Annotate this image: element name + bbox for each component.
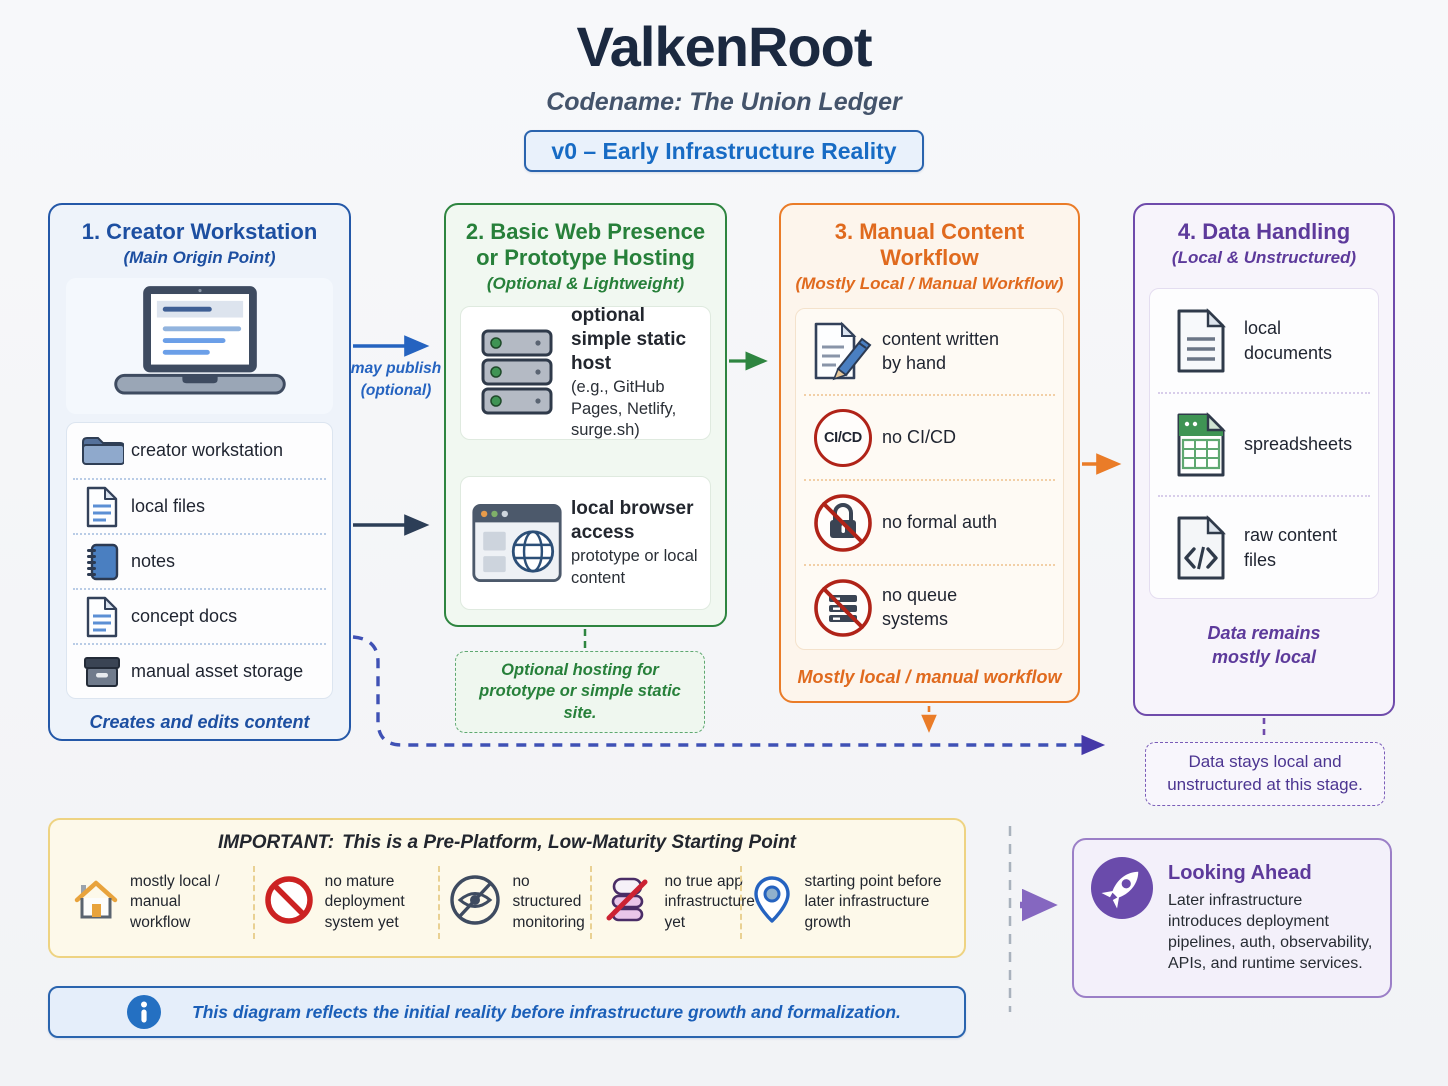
browser-icon [471,500,563,586]
box3-footer: Mostly local / manual workflow [797,667,1062,687]
list-item-label: content written by hand [882,329,1000,373]
eye-off-icon [448,873,502,932]
list-item-label: notes [131,551,176,571]
box3-title: 3. Manual Content Workflow [834,219,1025,270]
box4-subtitle: (Local & Unstructured) [1171,248,1357,267]
important-item-label: mostly local / manual workflow [130,873,220,931]
list-item: CI/CD no CI/CD [804,394,1055,479]
important-strip: IMPORTANT: This is a Pre-Platform, Low-Ma… [48,818,966,958]
house-icon [72,876,120,929]
write-document-icon [804,321,882,383]
list-item: creator workstation [73,423,326,478]
important-item: no true app infrastructure yet [590,866,755,940]
list-item: local files [73,478,326,533]
may-publish-label: may publish (optional) [350,360,442,400]
list-item: local documents [1158,289,1370,392]
list-item-label: no CI/CD [882,426,957,447]
hosting-note: Optional hosting for prototype or simple… [455,651,705,734]
important-items: mostly local / manual workflow no mature… [64,866,950,940]
list-item: no queue systems [804,564,1055,649]
looking-ahead-body: Later infrastructure introduces deployme… [1168,892,1373,973]
box4-title: 4. Data Handling [1177,219,1351,244]
list-item-label: local files [131,496,206,516]
list-item: raw content files [1158,495,1370,598]
box2-subtitle: (Optional & Lightweight) [486,274,685,293]
important-heading-label: IMPORTANT: [217,832,335,853]
important-item: mostly local / manual workflow [64,866,253,939]
card-detail: (e.g., GitHub Pages, Netlify, surge.sh) [571,378,677,440]
list-item: spreadsheets [1158,392,1370,495]
box4-footer: Data remains mostly local [1207,623,1321,668]
browser-access-card: local browser access prototype or local … [460,476,711,610]
spreadsheet-icon [1158,411,1244,478]
important-item: no mature deployment system yet [252,866,439,940]
box3-subtitle: (Mostly Local / Manual Workflow) [795,274,1064,293]
important-heading-text: This is a Pre-Platform, Low-Maturity Sta… [342,832,797,853]
looking-ahead-box: Looking Ahead Later infrastructure intro… [1072,838,1392,998]
list-item: manual asset storage [73,643,326,698]
list-item: content written by hand [804,309,1055,394]
manual-workflow-box: 3. Manual Content Workflow (Mostly Local… [779,203,1080,703]
page-title: ValkenRoot [576,15,873,78]
folder-icon [73,433,131,469]
document-icon [73,596,131,638]
info-icon [126,994,162,1030]
important-item: no structured monitoring [438,866,590,940]
info-banner: This diagram reflects the initial realit… [48,986,966,1038]
card-title: local browser access [571,497,694,543]
info-banner-text: This diagram reflects the initial realit… [192,1001,901,1022]
important-heading: IMPORTANT: This is a Pre-Platform, Low-Ma… [64,832,950,854]
creator-workstation-box: 1. Creator Workstation (Main Origin Poin… [48,203,351,741]
no-app-infrastructure-icon [600,873,654,932]
laptop-icon [102,283,298,410]
list-item-label: no queue systems [882,585,958,629]
list-item-label: manual asset storage [131,661,304,681]
list-item-label: concept docs [131,606,238,626]
list-item: no formal auth [804,479,1055,564]
server-stack-icon [471,327,563,419]
box1-title: 1. Creator Workstation [81,219,318,244]
list-item: notes [73,533,326,588]
data-handling-box: 4. Data Handling (Local & Unstructured) … [1133,203,1395,716]
workflow-item-list: content written by hand CI/CD no CI/CD [795,308,1064,650]
important-item-label: starting point before later infrastructu… [804,873,942,931]
list-item-label: raw content files [1244,525,1338,570]
looking-ahead-title: Looking Ahead [1168,862,1312,884]
important-item-label: no structured monitoring [512,873,585,931]
list-item-label: spreadsheets [1244,434,1353,455]
document-icon [1158,307,1244,374]
cicd-icon-text: CI/CD [824,429,862,446]
page-subtitle: Codename: The Union Ledger [546,88,902,116]
version-badge: v0 – Early Infrastructure Reality [524,130,924,172]
box2-title: 2. Basic Web Presence or Prototype Hosti… [465,219,706,270]
box1-footer: Creates and edits content [89,712,310,732]
list-item: concept docs [73,588,326,643]
box1-subtitle: (Main Origin Point) [123,248,276,267]
data-item-list: local documents [1149,288,1379,599]
data-note: Data stays local and unstructured at thi… [1145,742,1385,806]
queue-crossed-icon [804,576,882,640]
cicd-crossed-icon: CI/CD [804,408,882,467]
notebook-icon [73,542,131,582]
web-presence-box: 2. Basic Web Presence or Prototype Hosti… [444,203,727,627]
prohibited-icon [263,874,315,931]
workstation-item-list: creator workstation local files [66,422,333,699]
list-item-label: creator workstation [131,440,284,460]
important-item: starting point before later infrastructu… [740,866,950,940]
important-item-label: no true app infrastructure yet [664,873,755,931]
rocket-icon [1090,856,1154,996]
card-detail: prototype or local content [571,547,698,587]
laptop-card [66,278,333,414]
archive-icon [73,655,131,689]
map-pin-icon [750,874,794,931]
static-host-card: optional simple static host (e.g., GitHu… [460,305,711,440]
list-item-label: no formal auth [882,511,998,532]
card-title: optional simple static host [571,305,687,374]
lock-crossed-icon [804,491,882,555]
important-item-label: no mature deployment system yet [324,873,405,931]
code-file-icon [1158,514,1244,581]
list-item-label: local documents [1244,318,1333,363]
document-icon [73,486,131,528]
